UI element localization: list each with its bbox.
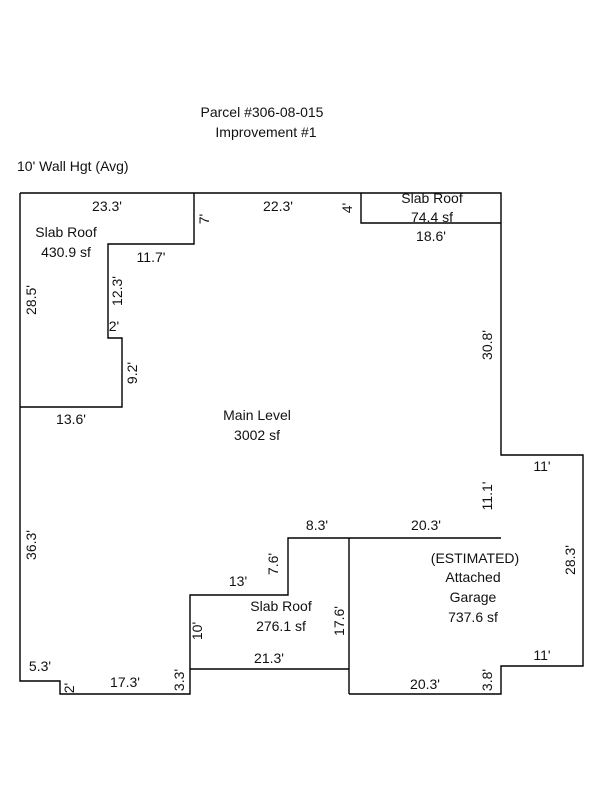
- slab-roof-top-size: 74.4 sf: [411, 209, 453, 225]
- garage-size: 737.6 sf: [448, 609, 498, 625]
- dim-11-bottom: 11': [533, 647, 550, 663]
- slab-roof-top-title: Slab Roof: [401, 190, 463, 206]
- dim-11-top: 11': [533, 458, 550, 474]
- dim-4: 4': [339, 203, 355, 213]
- slab-roof-bottom-title: Slab Roof: [250, 598, 312, 614]
- dim-7: 7': [196, 214, 212, 224]
- dim-9-2: 9.2': [124, 362, 140, 384]
- dim-21-3: 21.3': [254, 650, 284, 666]
- dim-20-3-bottom: 20.3': [410, 676, 440, 692]
- garage-attached: Attached: [445, 569, 500, 585]
- slab-roof-left-title: Slab Roof: [35, 224, 97, 240]
- dim-3-8: 3.8': [479, 669, 495, 691]
- dim-3-3: 3.3': [171, 669, 187, 691]
- slab-roof-left-size: 430.9 sf: [41, 244, 91, 260]
- dim-5-3: 5.3': [29, 658, 51, 674]
- dim-10: 10': [189, 622, 205, 640]
- dim-22-3: 22.3': [263, 198, 293, 214]
- dim-28-5: 28.5': [23, 285, 39, 315]
- building-outline: [19, 192, 584, 695]
- main-level-title: Main Level: [223, 407, 291, 423]
- dim-11-7: 11.7': [137, 249, 166, 265]
- improvement-label: Improvement #1: [215, 124, 316, 140]
- dim-8-3: 8.3': [306, 517, 328, 533]
- wall-height-label: 10' Wall Hgt (Avg): [17, 158, 129, 174]
- dim-30-8: 30.8': [479, 330, 495, 360]
- dim-2-bottom: 2': [61, 683, 77, 693]
- dim-28-3: 28.3': [562, 545, 578, 575]
- dim-20-3-top: 20.3': [411, 517, 441, 533]
- parcel-number: Parcel #306-08-015: [201, 104, 324, 120]
- garage-label: Garage: [450, 589, 497, 605]
- dim-36-3: 36.3': [23, 530, 39, 560]
- dim-7-6: 7.6': [265, 553, 281, 575]
- dim-17-6: 17.6': [331, 606, 347, 636]
- garage-estimated: (ESTIMATED): [431, 550, 519, 566]
- dim-13: 13': [229, 573, 247, 589]
- slab-roof-bottom-size: 276.1 sf: [256, 618, 306, 634]
- dim-12-3: 12.3': [109, 276, 125, 306]
- dim-18-6: 18.6': [416, 228, 446, 244]
- dim-17-3: 17.3': [110, 674, 140, 690]
- dim-23-3: 23.3': [92, 198, 122, 214]
- main-level-size: 3002 sf: [234, 427, 280, 443]
- dim-13-6: 13.6': [56, 411, 86, 427]
- dim-2-left: 2': [109, 318, 119, 334]
- dim-11-1: 11.1': [479, 482, 495, 511]
